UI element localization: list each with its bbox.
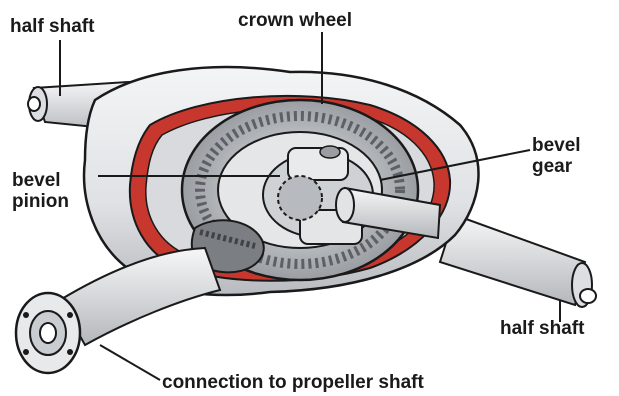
label-bevel-pinion-line2: pinion <box>12 191 69 212</box>
label-connection-propeller-shaft: connection to propeller shaft <box>162 372 424 393</box>
propeller-shaft-housing <box>16 248 220 373</box>
label-bevel-gear-line2: gear <box>532 156 581 177</box>
label-bevel-gear-line1: bevel <box>532 135 581 156</box>
label-bevel-pinion-line1: bevel <box>12 170 69 191</box>
label-bevel-gear: bevel gear <box>532 135 581 177</box>
label-bevel-pinion: bevel pinion <box>12 170 69 212</box>
label-half-shaft-top: half shaft <box>10 16 94 37</box>
leader-connection <box>100 345 160 380</box>
right-axle-tube <box>440 215 596 307</box>
label-half-shaft-bottom: half shaft <box>500 318 584 339</box>
label-crown-wheel: crown wheel <box>238 10 352 31</box>
